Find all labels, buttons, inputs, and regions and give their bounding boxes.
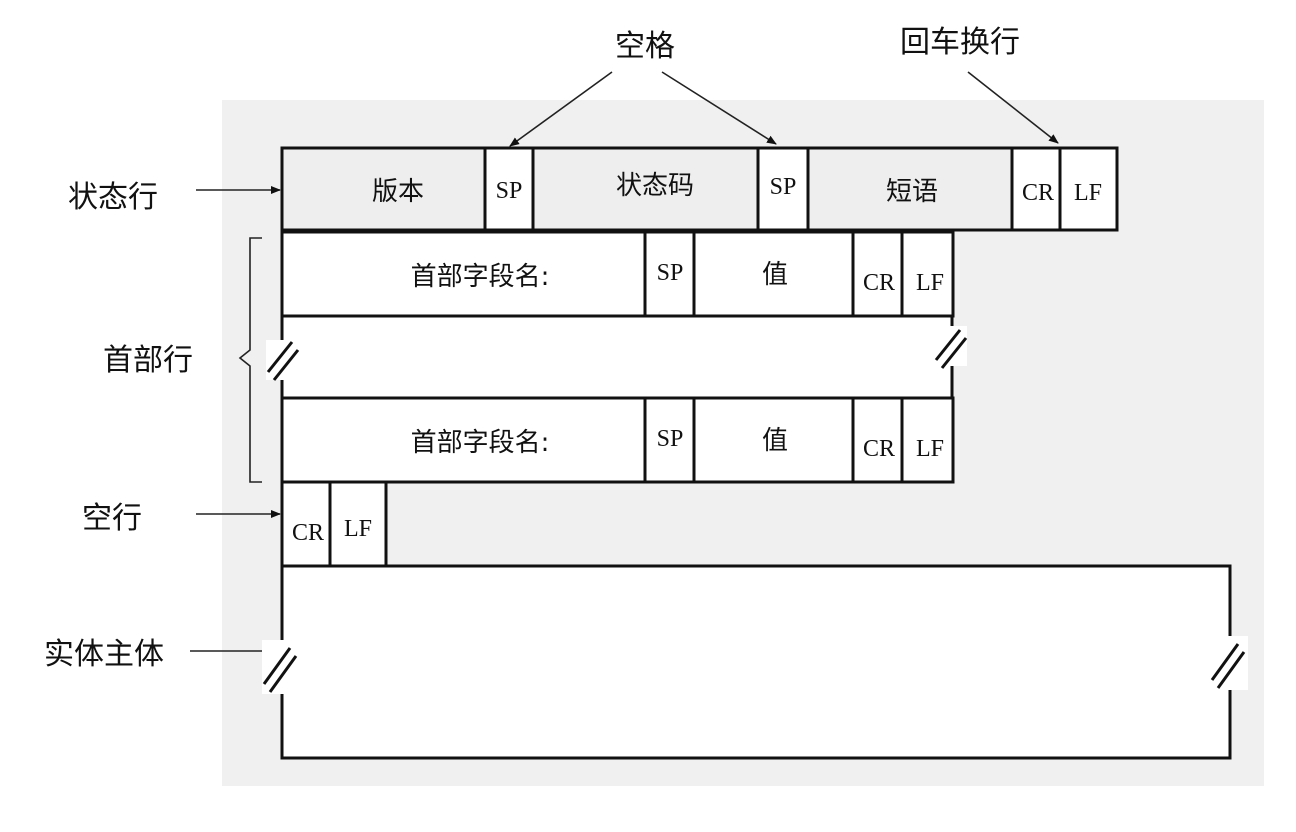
elided-header-rows (266, 314, 968, 400)
space-arrow-right (661, 71, 777, 145)
header-field-name-cell: 首部字段名: (411, 428, 550, 458)
header-lines-label: 首部行 (103, 343, 193, 378)
lf-cell: LF (916, 270, 944, 296)
sp-cell: SP (770, 174, 797, 200)
sp-cell: SP (657, 260, 684, 286)
version-cell: 版本 (372, 177, 424, 207)
sp-cell: SP (657, 426, 684, 452)
cr-cell: CR (1022, 180, 1054, 206)
header-row: 首部字段名: SP 值 CR LF (280, 396, 955, 484)
lf-cell: LF (916, 436, 944, 462)
status-line-label: 状态行 (68, 180, 158, 215)
header-lines-brace (238, 237, 262, 483)
space-arrow-left (509, 71, 613, 147)
entity-body-box (262, 564, 1248, 760)
header-value-cell: 值 (762, 260, 788, 290)
sp-cell: SP (496, 178, 523, 204)
lf-cell: LF (1074, 180, 1102, 206)
break-mark-icon (1210, 643, 1246, 689)
cr-cell: CR (863, 270, 895, 296)
crlf-arrow (967, 71, 1059, 144)
space-label: 空格 (615, 29, 675, 64)
lf-cell: LF (344, 516, 372, 542)
header-value-cell: 值 (762, 426, 788, 456)
blank-line-label: 空行 (82, 501, 142, 536)
break-mark-icon (934, 329, 968, 369)
crlf-label: 回车换行 (900, 25, 1020, 60)
entity-body-label: 实体主体 (44, 637, 164, 672)
break-mark-icon (266, 341, 300, 381)
status-line-row: 版本 SP 状态码 SP 短语 CR LF (280, 146, 1119, 232)
cr-cell: CR (863, 436, 895, 462)
blank-line-row: CR LF (280, 480, 388, 568)
status-code-cell: 状态码 (616, 171, 694, 201)
break-mark-icon (262, 647, 298, 693)
header-field-name-cell: 首部字段名: (411, 262, 550, 292)
header-row: 首部字段名: SP 值 CR LF (280, 230, 955, 318)
phrase-cell: 短语 (886, 177, 938, 207)
cr-cell: CR (292, 520, 324, 546)
